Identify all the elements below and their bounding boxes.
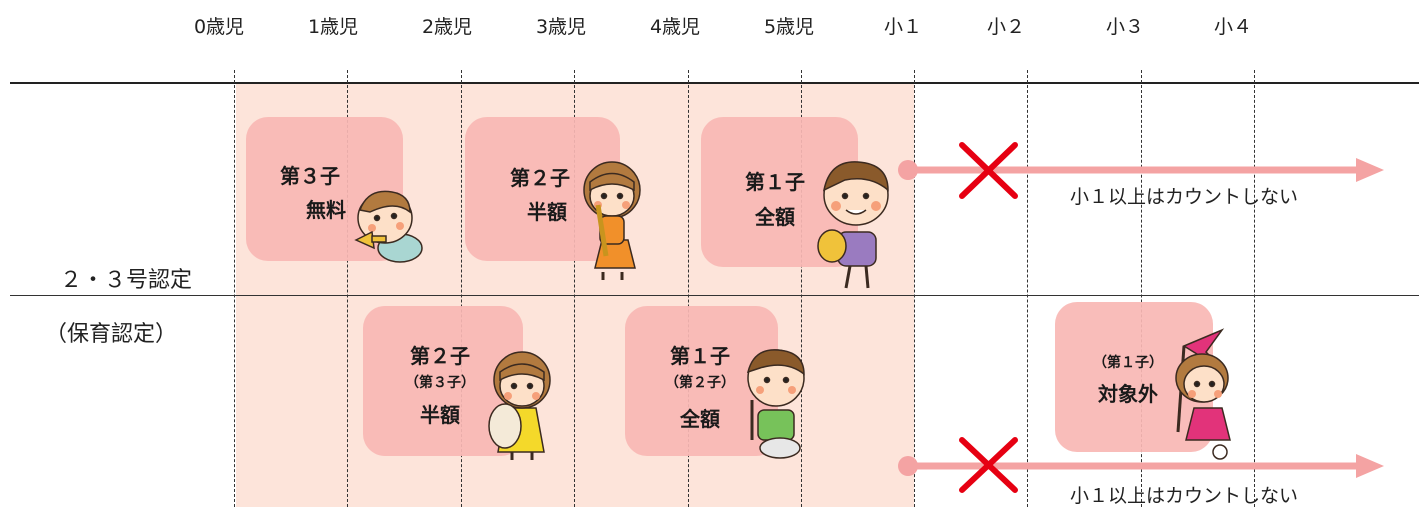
gridline-5 (801, 70, 802, 507)
arrow-row1 (898, 158, 1384, 182)
age-label-7: 小２ (986, 16, 1026, 38)
girl-flute-icon (583, 161, 641, 280)
age-label-0: 0歳児 (193, 16, 245, 38)
box-label-second-r2: 第２子 (410, 344, 470, 368)
age-label-3: 3歳児 (535, 16, 587, 38)
age-label-6: 小１ (883, 16, 923, 38)
age-label-1: 1歳児 (307, 16, 359, 38)
boy-cymbal-icon (817, 161, 889, 289)
category-label: ２・３号認定 (60, 268, 193, 293)
exclusion-note-row2: 小１以上はカウントしない (1070, 485, 1299, 507)
header-divider (10, 82, 1419, 84)
age-label-2: 2歳児 (421, 16, 473, 38)
gridline-9 (1254, 70, 1255, 507)
row-divider (10, 295, 1419, 296)
arrow-row2 (898, 454, 1384, 478)
box-fee-half: 半額 (527, 200, 567, 224)
girl-flag-icon (1175, 328, 1231, 460)
exclusion-note-row1: 小１以上はカウントしない (1070, 186, 1299, 208)
cross-row1-icon (959, 142, 1018, 199)
age-label-5: 5歳児 (763, 16, 815, 38)
box-paren-third: （第３子） (405, 375, 475, 391)
gridline-6 (914, 70, 915, 507)
box-paren-first: （第１子） (1093, 355, 1163, 371)
cross-row2-icon (959, 437, 1018, 493)
boy-drum-icon (746, 349, 805, 459)
box-label-first-r2: 第１子 (670, 344, 730, 368)
gridline-3 (574, 70, 575, 507)
gridline-8 (1141, 70, 1142, 507)
box-fee-free: 無料 (306, 198, 346, 222)
category-sublabel: （保育認定） (45, 322, 178, 347)
gridline-0 (234, 70, 235, 507)
gridline-1 (347, 70, 348, 507)
crawling-baby-trumpet-icon (354, 190, 423, 263)
gridline-2 (461, 70, 462, 507)
age-label-9: 小４ (1213, 16, 1253, 38)
box-fee-full: 全額 (755, 205, 795, 229)
box-fee-half-r2: 半額 (420, 403, 460, 427)
age-label-8: 小３ (1105, 16, 1145, 38)
girl-drum-icon (488, 351, 551, 460)
box-label-third: 第３子 (280, 164, 340, 188)
box-paren-second: （第２子） (665, 375, 735, 391)
gridline-4 (688, 70, 689, 507)
box-fee-full-r2: 全額 (680, 407, 720, 431)
box-label-excluded: 対象外 (1098, 382, 1158, 406)
box-label-first: 第１子 (745, 170, 805, 194)
gridline-7 (1027, 70, 1028, 507)
age-label-4: 4歳児 (649, 16, 701, 38)
box-label-second: 第２子 (510, 166, 570, 190)
